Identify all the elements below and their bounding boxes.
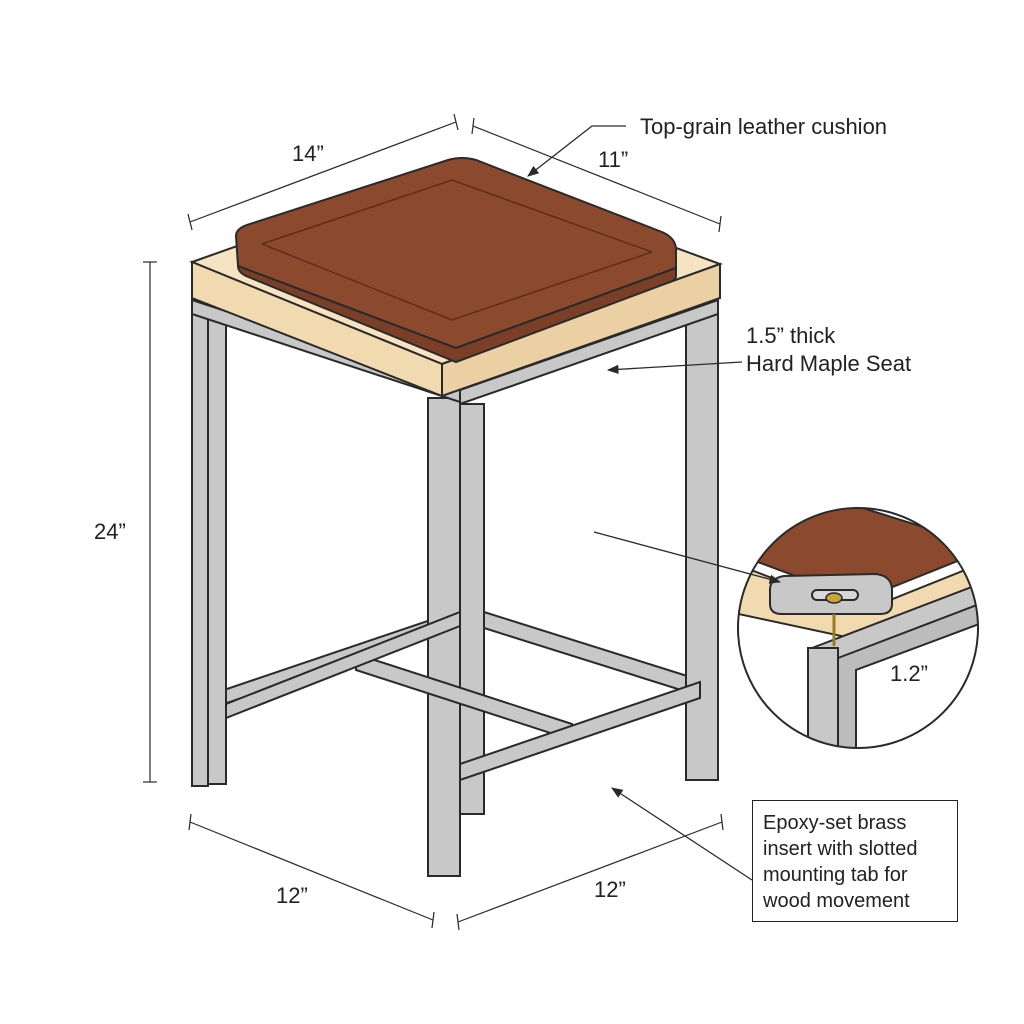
side-rail-back	[483, 610, 701, 698]
steel-frame-back	[223, 403, 701, 815]
detail-leg-label: 1.2”	[890, 661, 928, 686]
back-left-leg	[459, 403, 485, 815]
insert-callout-line: insert with slotted	[763, 838, 918, 860]
insert-callout-box: Epoxy-set brass insert with slotted moun…	[752, 800, 958, 922]
seat-callout-thickness: 1.5” thick	[746, 323, 836, 348]
base-depth-label: 12”	[594, 877, 626, 902]
front-left-leg-edge	[191, 297, 209, 787]
front-stretcher	[459, 680, 701, 782]
leather-cushion	[234, 157, 677, 364]
base-width-label: 12”	[276, 883, 308, 908]
top-depth-label: 11”	[598, 147, 629, 172]
front-left-leg	[207, 307, 227, 785]
dimension-lines	[143, 113, 724, 931]
left-stretcher	[225, 610, 461, 720]
insert-callout-line: wood movement	[763, 890, 910, 912]
detail-view	[737, 507, 979, 749]
insert-callout-line: mounting tab for	[763, 864, 908, 886]
height-label: 24”	[94, 519, 126, 544]
insert-callout-line: Epoxy-set brass	[763, 812, 907, 834]
seat-callout-material: Hard Maple Seat	[746, 351, 912, 376]
cushion-callout: Top-grain leather cushion	[640, 114, 888, 139]
leader-lines	[527, 125, 782, 881]
right-leg	[685, 307, 719, 781]
top-width-label: 14”	[292, 141, 324, 166]
